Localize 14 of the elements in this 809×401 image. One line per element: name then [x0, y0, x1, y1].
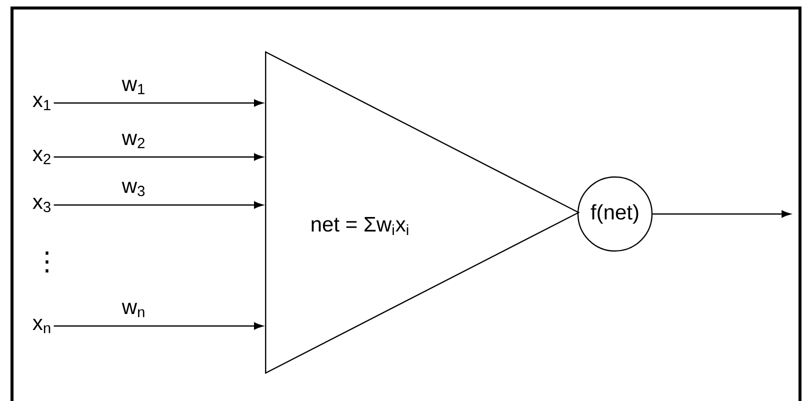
weight-label: w$_{2}$: [122, 134, 144, 148]
weight-label: w$_{1}$: [122, 80, 144, 94]
arrow: [54, 201, 264, 209]
arrow: [54, 99, 264, 107]
arrow: [54, 153, 264, 161]
weight-label: w$_{n}$: [122, 302, 144, 318]
input-label: x$_{n}$: [32, 318, 50, 334]
arrow: [54, 322, 264, 330]
arrow: [652, 210, 791, 218]
input-label: x$_{2}$: [32, 150, 50, 164]
vertical-ellipsis: ⋮: [46, 252, 48, 272]
input-label: x$_{1}$: [32, 96, 50, 110]
input-label: x$_{3}$: [32, 198, 50, 212]
weight-label: w$_{3}$: [122, 182, 145, 196]
